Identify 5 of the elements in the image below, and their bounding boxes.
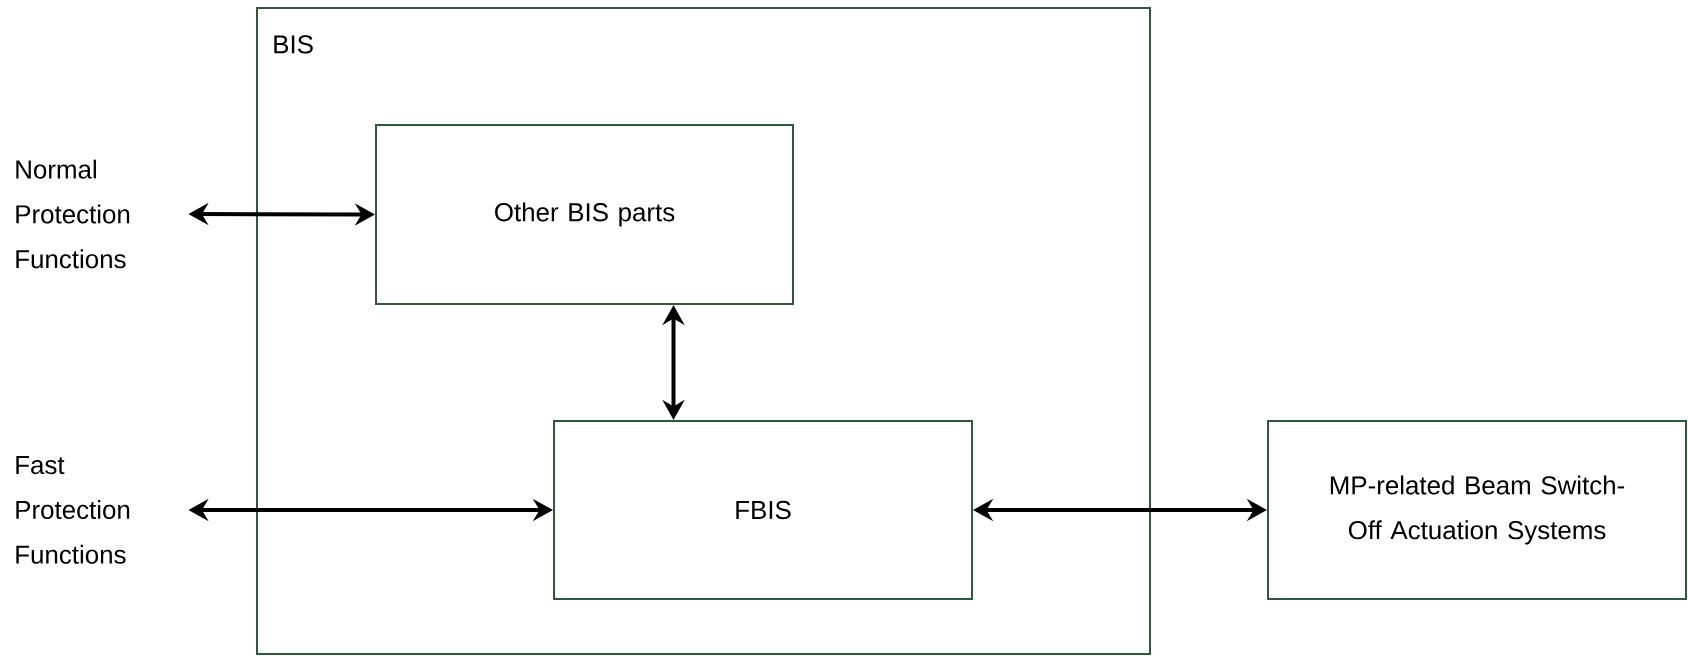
- process-box: Other BIS parts: [375, 124, 794, 305]
- process-box: MP-related Beam Switch-Off Actuation Systems: [1267, 420, 1687, 600]
- input-label: Normal Protection Functions: [16, 159, 130, 269]
- input-label: Fast Protection Functions: [16, 456, 130, 564]
- process-box: FBIS: [553, 420, 973, 600]
